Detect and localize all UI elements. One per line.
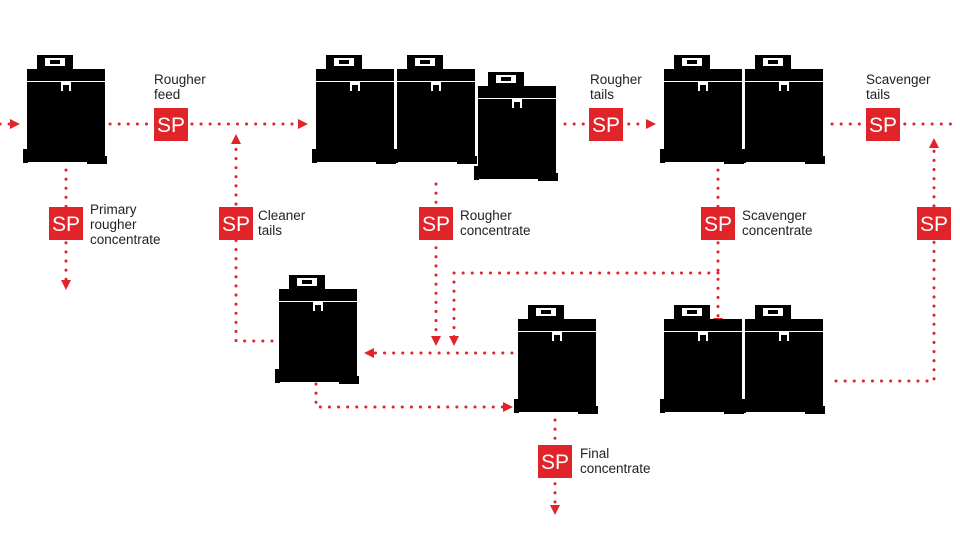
flotation-cell-scavenger-2 [741,55,825,164]
arrowhead-rougher-tails [646,119,656,129]
sp-box-final-concentrate: SP [538,445,572,478]
flotation-cell-rougher-2 [393,55,477,164]
arrowhead-return-loop [449,336,459,346]
label-primary-rougher-concentrate: Primary rougher concentrate [90,202,161,247]
flow-lines [0,122,960,509]
arrowhead-final-concentrate [550,505,560,515]
arrowhead-cleaner-concentrate [503,402,513,412]
sp-box-primary-rougher-concentrate: SP [49,207,83,240]
arrowhead-cleaner-tails [231,134,241,144]
sample-point-text: SP [541,451,569,474]
sp-box-rougher-tails: SP [589,108,623,141]
flotation-cell-scavenger-1 [660,55,744,164]
sp-box-rougher-concentrate: SP [419,207,453,240]
sample-point-text: SP [704,213,732,236]
sample-point-text: SP [422,213,450,236]
sample-point-text: SP [592,114,620,137]
label-scavenger-tails: Scavenger tails [866,72,931,102]
sp-box-recycle: SP [917,207,951,240]
flotation-cell-cleaner-scavenger-2 [741,305,825,414]
arrowhead-recycle [929,138,939,148]
flow-return-loop [452,271,720,339]
flotation-cell-cleaner [275,275,359,384]
sp-box-rougher-feed: SP [154,108,188,141]
arrowhead-rougher-feed [298,119,308,129]
label-cleaner-tails: Cleaner tails [258,208,306,238]
label-rougher-tails: Rougher tails [590,72,642,102]
flotation-cell-rougher-1 [312,55,396,164]
label-final-concentrate: Final concentrate [580,446,651,476]
flotation-cell-rougher-3 [474,72,558,181]
flow-cleaner-tails [234,140,274,343]
sp-box-scavenger-tails: SP [866,108,900,141]
sample-point-text: SP [157,114,185,137]
label-scavenger-concentrate: Scavenger concentrate [742,208,813,238]
arrowhead-feed-in [10,119,20,129]
label-rougher-feed: Rougher feed [154,72,206,102]
sample-point-text: SP [869,114,897,137]
sample-point-text: SP [52,213,80,236]
flotation-cell-recleaner [514,305,598,414]
arrowhead-primary-rougher-concentrate [61,280,71,290]
flow-recycle [834,144,936,383]
arrowhead-cleaner-to-rougher [364,348,374,358]
sample-point-text: SP [920,213,948,236]
sp-box-scavenger-concentrate: SP [701,207,735,240]
sp-box-cleaner-tails: SP [219,207,253,240]
label-rougher-concentrate: Rougher concentrate [460,208,531,238]
flow-cleaner-concentrate [314,382,507,409]
flotation-cell-primary-rougher [23,55,107,164]
arrowhead-rougher-concentrate [431,336,441,346]
flotation-cell-cleaner-scavenger-1 [660,305,744,414]
sample-point-text: SP [222,213,250,236]
